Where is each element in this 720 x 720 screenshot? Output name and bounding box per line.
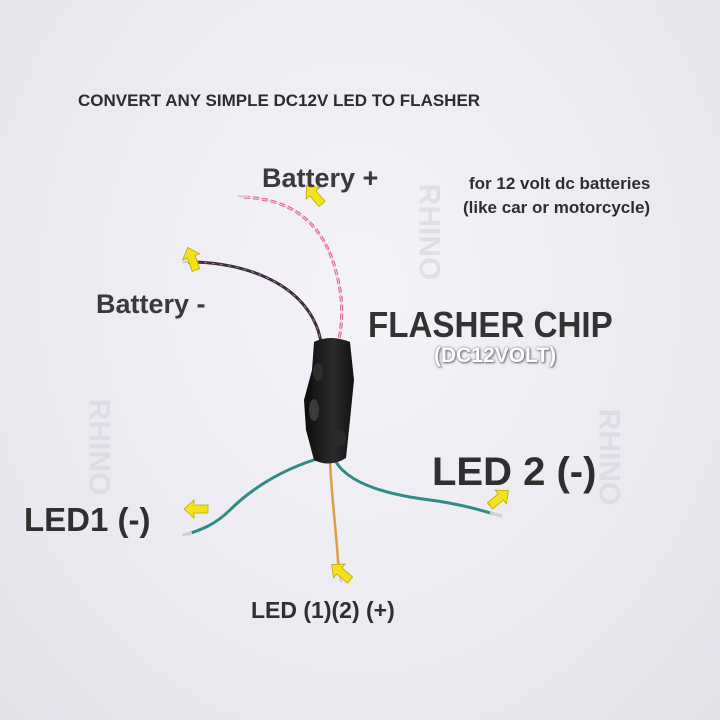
wire-battery-minus xyxy=(187,260,324,346)
arrow-icon xyxy=(331,563,354,584)
wire-battery-plus xyxy=(243,195,344,346)
page-title: CONVERT ANY SIMPLE DC12V LED TO FLASHER xyxy=(78,91,481,110)
wire-tip xyxy=(489,511,503,518)
wire-tip xyxy=(181,531,193,537)
label-flasher-chip-voltage: (DC12VOLT) xyxy=(434,344,557,367)
wire-tip xyxy=(237,195,249,198)
wire-battery-plus-core xyxy=(243,196,343,346)
label-battery-minus: Battery - xyxy=(96,289,206,319)
arrow-icon xyxy=(305,185,326,208)
arrow-icon xyxy=(183,499,209,519)
label-led2: LED 2 (-) xyxy=(432,450,597,494)
wire-led-common xyxy=(328,461,342,576)
wire-led2 xyxy=(334,461,495,516)
label-led-common: LED (1)(2) (+) xyxy=(251,597,395,623)
note-line-1: for 12 volt dc batteries xyxy=(469,174,651,193)
wire-led1 xyxy=(187,456,321,536)
note-line-2: (like car or motorcycle) xyxy=(463,198,651,217)
label-battery-plus: Battery + xyxy=(262,163,379,193)
arrow-icon xyxy=(486,489,509,510)
label-led1: LED1 (-) xyxy=(24,501,151,538)
arrow-icon xyxy=(182,246,201,272)
label-flasher-chip: FLASHER CHIP xyxy=(368,304,613,345)
flasher-chip-body xyxy=(304,338,354,464)
